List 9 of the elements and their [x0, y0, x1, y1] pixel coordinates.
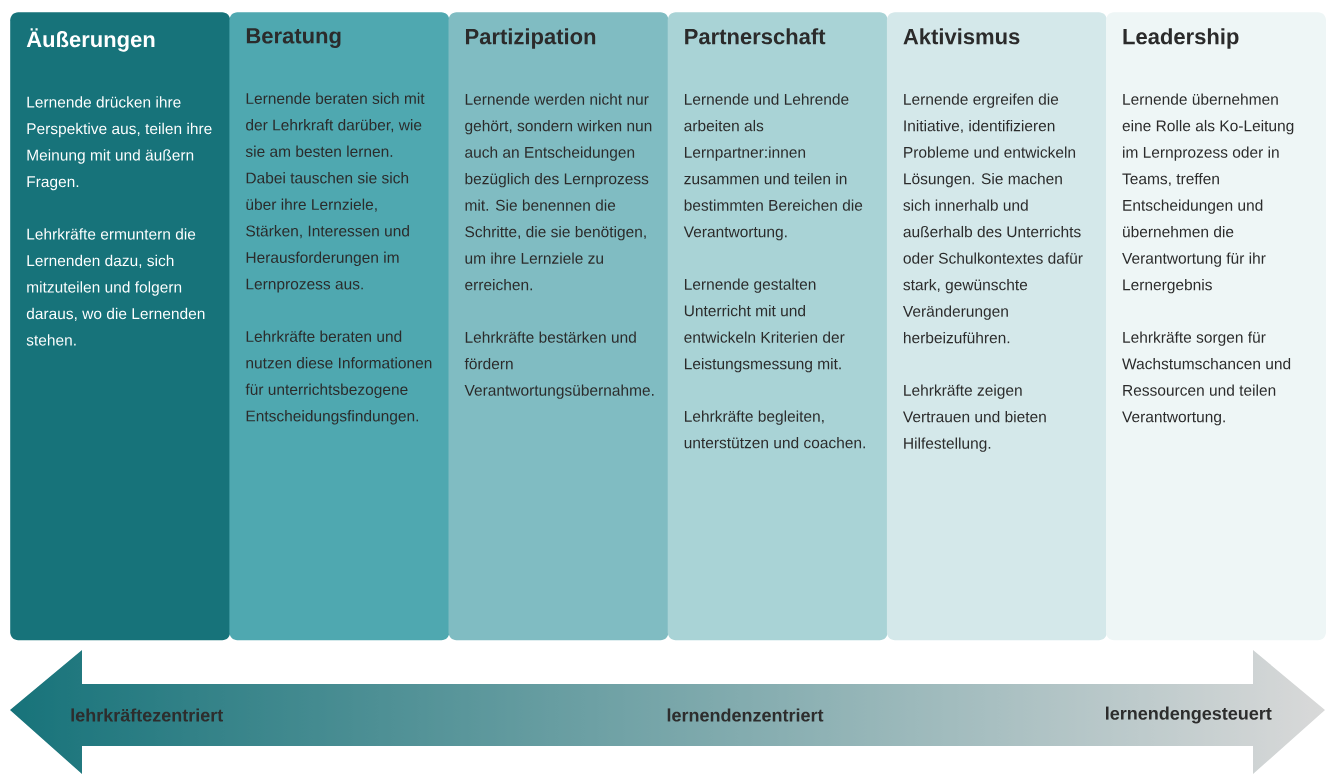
stage-panel: Äußerungen Lernende drücken ihre Perspektive aus, teilen ihre Meinung mit und äußern Fragen. Lehrkräfte ermuntern die Lernenden dazu, sich mitzuteilen und folgern daraus, wo die Lernenden stehen.: [10, 12, 231, 641]
stage-panel: Leadership Lernende übernehmen eine Rolle als Ko-Leitung im Lernprozess oder in Teams, treffen Entscheidungen und übernehmen die Verantwortung für ihr Lernergebnis Lehrkräfte sorgen für Wachstumschancen und Ressourcen und teilen Verantwortung.: [1106, 12, 1326, 641]
stage-panel: Beratung Lernende beraten sich mit der Lehrkraft darüber, wie sie am besten lernen. Dabei tauschen sie sich über ihre Lernziele, Stärken, Interessen und Herausforderungen im Lernprozess aus. Lehrkräfte beraten und nutzen diese Informationen für unterrichtsbezogene Entscheidungsfindungen.: [229, 12, 450, 641]
axis-label: lernendengesteuert: [1106, 706, 1272, 724]
stage-panel: Partizipation Lernende werden nicht nur gehört, sondern wirken nun auch an Entscheidungen bezüglich des Lernprozess mit. Sie benennen die Schritte, die sie benötigen, um ihre Lernziele zu erreichen. Lehrkräfte bestärken und fördern Verantwortungsübernahme.: [448, 12, 669, 641]
axis-label: lernendenzentriert: [667, 708, 824, 722]
stage-panel: Aktivismus Lernende ergreifen die Initiative, identifizieren Probleme und entwickeln Lösungen. Sie machen sich innerhalb und außerhalb des Unterrichts oder Schulkontextes dafür stark, gewünschte Veränderungen herbeizuführen. Lehrkräfte zeigen Vertrauen und bieten Hilfestellung.: [886, 12, 1107, 641]
axis-label: lehrkräftezentriert: [71, 708, 223, 722]
stage-panel: Partnerschaft Lernende und Lehrende arbeiten als Lernpartner:innen zusammen und teilen in bestimmten Bereichen die Verantwortung. Lernende gestalten Unterricht mit und entwickeln Kriterien der Leistungsmessung mit. Lehrkräfte begleiten, unterstützen und coachen.: [667, 12, 888, 641]
